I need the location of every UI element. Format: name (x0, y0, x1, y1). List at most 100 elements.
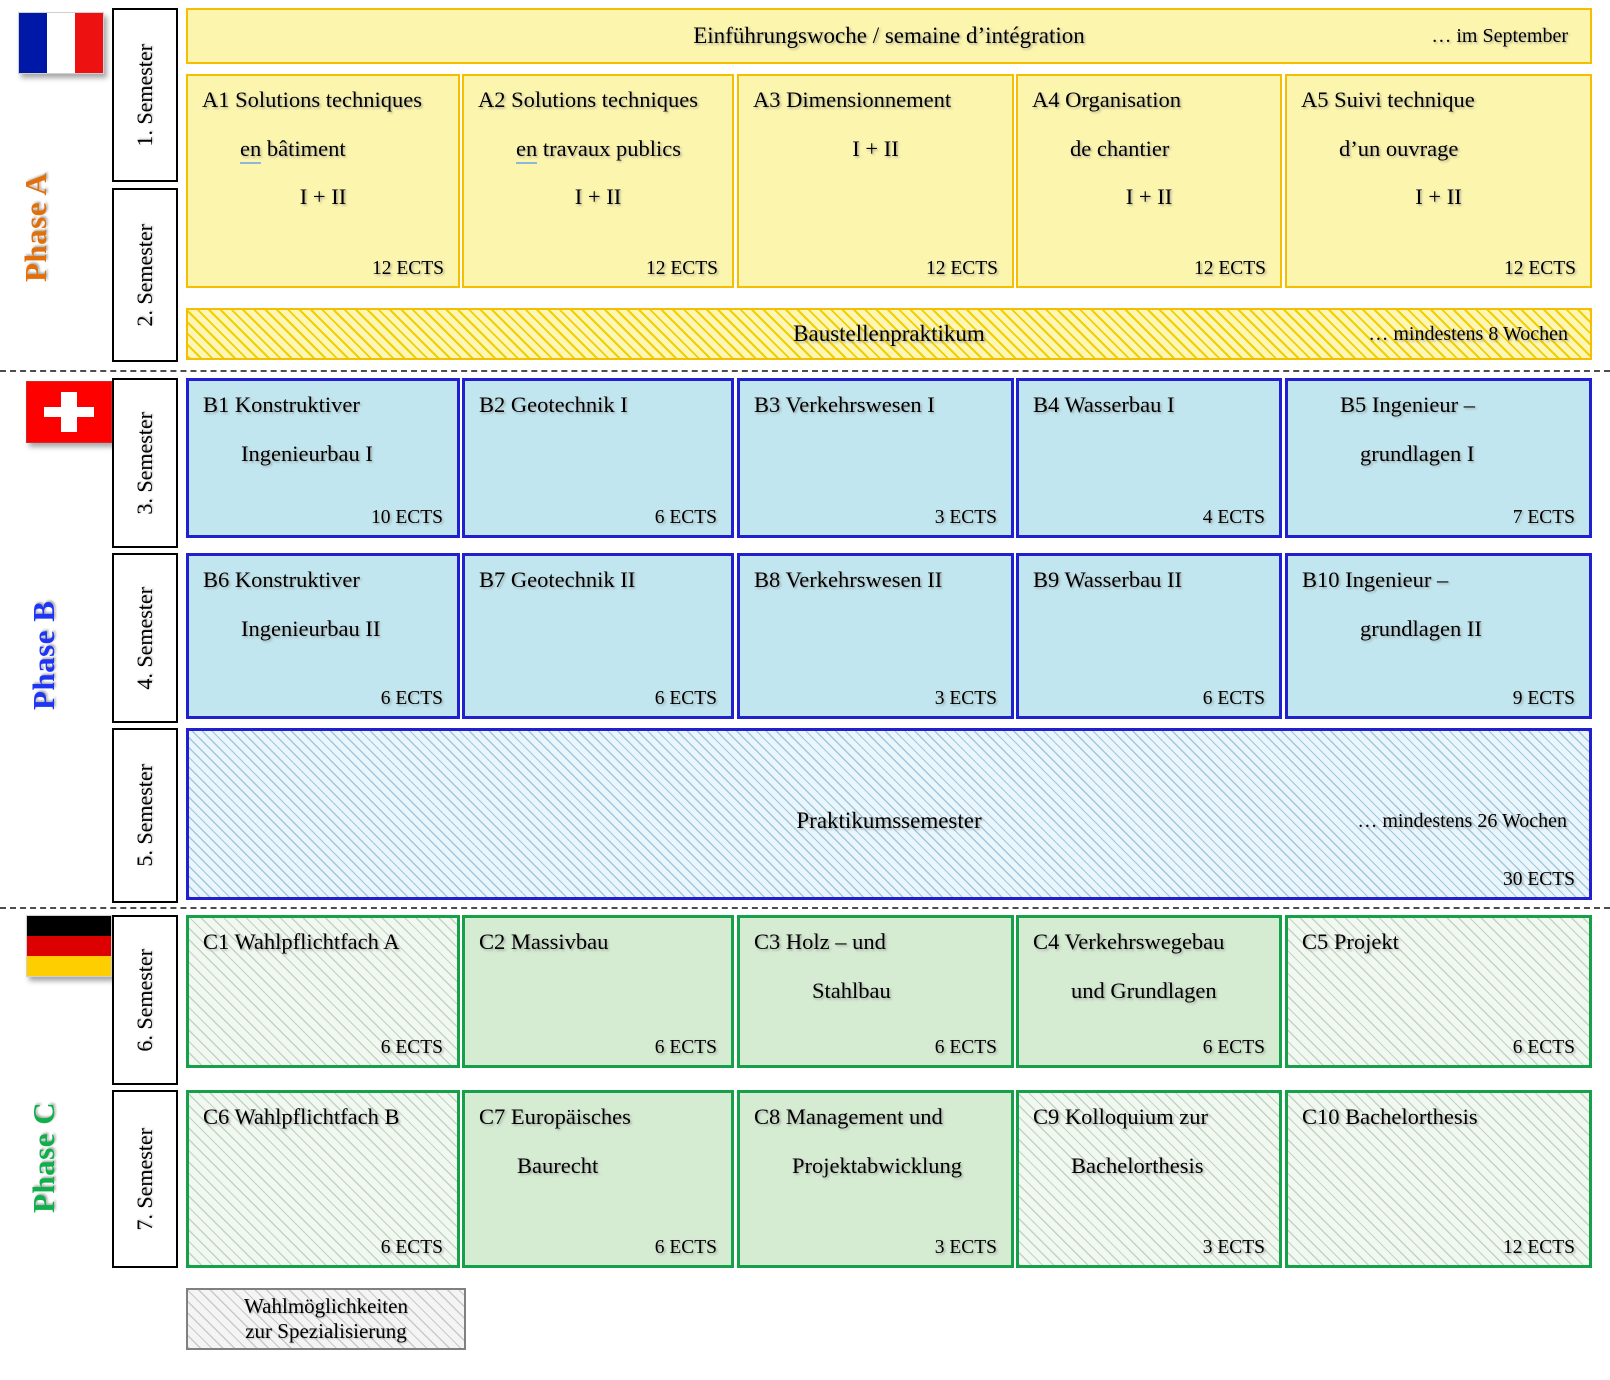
course-ects: 12 ECTS (371, 257, 444, 279)
course-title-line2: en bâtiment (202, 135, 444, 164)
course-title-line1: B2 Geotechnik I (479, 392, 628, 417)
course-box-c3[interactable]: C3 Holz – und Stahlbau 6 ECTS (737, 915, 1014, 1068)
course-box-b6[interactable]: B6 Konstruktiver Ingenieurbau II 6 ECTS (186, 553, 460, 719)
course-ects: 6 ECTS (654, 506, 717, 528)
course-box-b7[interactable]: B7 Geotechnik II 6 ECTS (462, 553, 734, 719)
band-caption: Praktikumssemester (796, 808, 982, 833)
phase-label-a: Phase A (18, 172, 53, 283)
course-box-a1[interactable]: A1 Solutions techniques en bâtiment I + … (186, 74, 460, 288)
course-title-line1: C8 Management und (754, 1104, 943, 1129)
course-box-b2[interactable]: B2 Geotechnik I 6 ECTS (462, 378, 734, 538)
course-ects: 3 ECTS (1202, 1236, 1265, 1258)
course-title-line2: de chantier (1070, 135, 1170, 161)
course-title-line1: C3 Holz – und (754, 929, 886, 954)
course-title-line1: A5 Suivi technique (1301, 87, 1475, 112)
course-ects: 3 ECTS (934, 687, 997, 709)
course-box-c2[interactable]: C2 Massivbau 6 ECTS (462, 915, 734, 1068)
course-box-b4[interactable]: B4 Wasserbau I 4 ECTS (1016, 378, 1282, 538)
legend-line2: zur Spezialisierung (245, 1319, 407, 1343)
course-ects: 6 ECTS (654, 1036, 717, 1058)
course-title-line2: Projektabwicklung (792, 1152, 962, 1178)
course-title-line2: Baurecht (517, 1152, 599, 1178)
course-title-line1: B5 Ingenieur – (1340, 392, 1475, 417)
course-box-a4[interactable]: A4 Organisation de chantier I + II 12 EC… (1016, 74, 1282, 288)
course-title-line1: B8 Verkehrswesen II (754, 567, 943, 592)
course-title-line2: I + II (852, 135, 899, 161)
legend-line1: Wahlmöglichkeiten (244, 1294, 408, 1319)
course-ects: 6 ECTS (1202, 687, 1265, 709)
course-box-c7[interactable]: C7 Europäisches Baurecht 6 ECTS (462, 1090, 734, 1268)
course-box-a2[interactable]: A2 Solutions techniques en travaux publi… (462, 74, 734, 288)
semester-box-2: 2. Semester (112, 188, 178, 362)
course-title-line1: C2 Massivbau (479, 929, 609, 954)
course-ects: 6 ECTS (934, 1036, 997, 1058)
course-ects: 12 ECTS (645, 257, 718, 279)
semester-label: 7. Semester (132, 1127, 157, 1231)
course-ects: 12 ECTS (1503, 257, 1576, 279)
course-box-c8[interactable]: C8 Management und Projektabwicklung 3 EC… (737, 1090, 1014, 1268)
course-title-line1: C4 Verkehrswegebau (1033, 929, 1225, 954)
course-box-b5[interactable]: B5 Ingenieur – grundlagen I 7 ECTS (1285, 378, 1592, 538)
band-note: … mindestens 26 Wochen (1357, 810, 1567, 832)
course-box-b3[interactable]: B3 Verkehrswesen I 3 ECTS (737, 378, 1014, 538)
band-note: … mindestens 8 Wochen (1368, 322, 1568, 345)
semester-label: 3. Semester (132, 411, 157, 515)
phase-label-b: Phase B (26, 600, 61, 710)
course-ects: 6 ECTS (380, 687, 443, 709)
flag-france-icon (18, 12, 104, 74)
course-title-line1: A2 Solutions techniques (478, 87, 698, 112)
course-ects: 4 ECTS (1202, 506, 1265, 528)
semester-box-4: 4. Semester (112, 553, 178, 723)
course-box-c10[interactable]: C10 Bachelorthesis 12 ECTS (1285, 1090, 1592, 1268)
band-ects: 30 ECTS (1502, 868, 1575, 890)
course-ects: 3 ECTS (934, 506, 997, 528)
course-ects: 7 ECTS (1512, 506, 1575, 528)
course-ects: 10 ECTS (370, 506, 443, 528)
course-box-b1[interactable]: B1 Konstruktiver Ingenieurbau I 10 ECTS (186, 378, 460, 538)
course-box-c5[interactable]: C5 Projekt 6 ECTS (1285, 915, 1592, 1068)
course-title-line1: A1 Solutions techniques (202, 87, 422, 112)
course-title-line1: C10 Bachelorthesis (1302, 1104, 1478, 1129)
course-box-b10[interactable]: B10 Ingenieur – grundlagen II 9 ECTS (1285, 553, 1592, 719)
course-title-line1: B10 Ingenieur – (1302, 567, 1449, 592)
course-ects: 6 ECTS (654, 687, 717, 709)
course-box-c1[interactable]: C1 Wahlpflichtfach A 6 ECTS (186, 915, 460, 1068)
course-title-line2: Bachelorthesis (1071, 1152, 1204, 1178)
semester-box-7: 7. Semester (112, 1090, 178, 1268)
course-ects: 6 ECTS (1202, 1036, 1265, 1058)
course-ects: 9 ECTS (1512, 687, 1575, 709)
course-title-line3: I + II (1415, 184, 1462, 209)
course-title-line1: C1 Wahlpflichtfach A (203, 929, 400, 954)
semester-box-5: 5. Semester (112, 728, 178, 903)
course-box-a5[interactable]: A5 Suivi technique d’un ouvrage I + II 1… (1285, 74, 1592, 288)
course-title-line2: Stahlbau (812, 977, 891, 1003)
semester-box-6: 6. Semester (112, 915, 178, 1085)
course-title-line2: en travaux publics (478, 135, 718, 164)
course-box-c6[interactable]: C6 Wahlpflichtfach B 6 ECTS (186, 1090, 460, 1268)
course-title-line3: I + II (1125, 184, 1173, 209)
course-box-c4[interactable]: C4 Verkehrswegebau und Grundlagen 6 ECTS (1016, 915, 1282, 1068)
course-box-c9[interactable]: C9 Kolloquium zur Bachelorthesis 3 ECTS (1016, 1090, 1282, 1268)
course-title-line1: B1 Konstruktiver (203, 392, 360, 417)
course-title-line1: B6 Konstruktiver (203, 567, 360, 592)
course-ects: 12 ECTS (1502, 1236, 1575, 1258)
course-box-b9[interactable]: B9 Wasserbau II 6 ECTS (1016, 553, 1282, 719)
course-title-line1: B4 Wasserbau I (1033, 392, 1175, 417)
course-ects: 6 ECTS (1512, 1036, 1575, 1058)
course-ects: 12 ECTS (1193, 257, 1266, 279)
course-title-line2: grundlagen II (1360, 615, 1482, 641)
semester-label: 6. Semester (132, 948, 157, 1052)
course-title-line1: C7 Europäisches (479, 1104, 631, 1129)
course-box-a3[interactable]: A3 Dimensionnement I + II 12 ECTS (737, 74, 1014, 288)
course-title-line1: A4 Organisation (1032, 87, 1181, 112)
course-title-line2: grundlagen I (1360, 440, 1475, 466)
flag-germany-icon (26, 915, 112, 977)
band-note: … im September (1431, 24, 1568, 47)
course-title-line1: C6 Wahlpflichtfach B (203, 1104, 400, 1129)
legend-specialization-options: Wahlmöglichkeiten zur Spezialisierung (186, 1288, 466, 1350)
phase-separator-b-c (0, 907, 1610, 909)
course-ects: 3 ECTS (934, 1236, 997, 1258)
course-title-line2: Ingenieurbau II (241, 615, 381, 641)
semester-box-1: 1. Semester (112, 8, 178, 182)
course-box-b8[interactable]: B8 Verkehrswesen II 3 ECTS (737, 553, 1014, 719)
